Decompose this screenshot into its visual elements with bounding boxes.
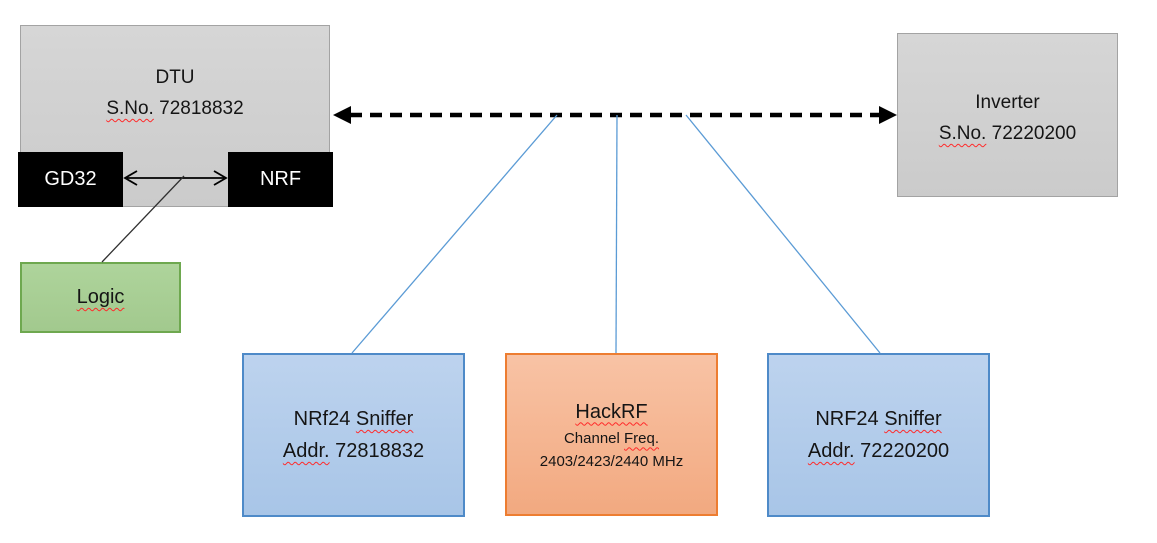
sniffer-right-connector-line [685, 114, 881, 354]
dtu-serial-label: S.No. [106, 98, 154, 119]
logic-label: Logic [76, 286, 125, 308]
sniffer-left-addr-number: 72818832 [329, 440, 425, 462]
hackrf-frequencies: 2403/2423/2440 MHz [539, 452, 684, 470]
sniffer-right-name: NRF24 Sniffer [815, 403, 941, 435]
dtu-serial-number: 72818832 [153, 98, 244, 119]
sniffer-left-connector-line [351, 114, 558, 354]
nrf24-sniffer-right-box: NRF24 Sniffer Addr. 72220200 [767, 353, 990, 517]
hackrf-title: HackRF [575, 400, 648, 423]
inverter-serial-number: 72220200 [986, 123, 1077, 144]
inverter-serial: S.No. 72220200 [939, 118, 1076, 149]
hackrf-channel-prefix: Channel [563, 429, 625, 447]
sniffer-right-name-word: Sniffer [884, 408, 942, 430]
nrf-chip: NRF [228, 152, 333, 207]
nrf-label: NRF [259, 168, 302, 190]
sniffer-left-name: NRf24 Sniffer [294, 403, 414, 435]
sniffer-left-name-word: Sniffer [355, 408, 414, 430]
logic-box: Logic [20, 262, 181, 333]
sniffer-right-addr-label: Addr. [807, 440, 855, 462]
sniffer-right-name-prefix: NRF24 [815, 408, 885, 430]
sniffer-left-addr-label: Addr. [282, 440, 330, 462]
sniffer-right-addr-number: 72220200 [854, 440, 950, 462]
hackrf-box: HackRF Channel Freq. 2403/2423/2440 MHz [505, 353, 718, 516]
dtu-serial: S.No. 72818832 [106, 93, 243, 124]
hackrf-channel-word: Freq. [624, 429, 660, 447]
sniffer-left-addr: Addr. 72818832 [283, 435, 424, 467]
rf-link-dashed-arrow [333, 106, 897, 124]
inverter-serial-label: S.No. [938, 123, 987, 144]
gd32-chip: GD32 [18, 152, 123, 207]
hackrf-channel-freq-label: Channel Freq. [564, 427, 659, 450]
inverter-title: Inverter [975, 92, 1040, 113]
inverter-box: Inverter S.No. 72220200 [897, 33, 1118, 197]
sniffer-right-addr: Addr. 72220200 [808, 435, 949, 467]
dtu-title: DTU [155, 67, 195, 88]
nrf24-sniffer-left-box: NRf24 Sniffer Addr. 72818832 [242, 353, 465, 517]
hackrf-connector-line [615, 114, 618, 354]
sniffer-left-name-prefix: NRf24 [293, 408, 356, 430]
gd32-label: GD32 [44, 168, 97, 190]
